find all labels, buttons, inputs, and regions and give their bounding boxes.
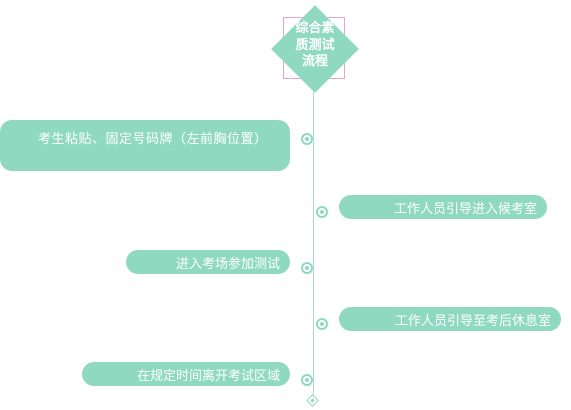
step-3-label: 进入考场参加测试 (175, 256, 280, 272)
step-4-label: 工作人员引导至考后休息室 (394, 313, 551, 329)
timeline-node-5 (301, 374, 313, 386)
step-3: 进入考场参加测试 (126, 250, 290, 274)
step-1-label: 考生粘贴、固定号码牌（左前胸位置） (38, 132, 268, 147)
step-2: 工作人员引导进入候考室 (339, 195, 547, 219)
timeline-node-3 (301, 262, 313, 274)
step-5: 在规定时间离开考试区域 (82, 362, 290, 386)
step-2-label: 工作人员引导进入候考室 (393, 201, 537, 217)
diagram-title: 综合素 质测试 流程 (295, 21, 335, 69)
timeline-node-1 (301, 133, 313, 145)
timeline-line (313, 92, 314, 398)
step-4: 工作人员引导至考后休息室 (339, 307, 561, 331)
timeline-node-2 (316, 206, 328, 218)
timeline-end-marker (306, 394, 319, 407)
timeline-node-4 (316, 318, 328, 330)
step-1: 考生粘贴、固定号码牌（左前胸位置） (0, 120, 290, 171)
step-5-label: 在规定时间离开考试区域 (136, 368, 280, 384)
